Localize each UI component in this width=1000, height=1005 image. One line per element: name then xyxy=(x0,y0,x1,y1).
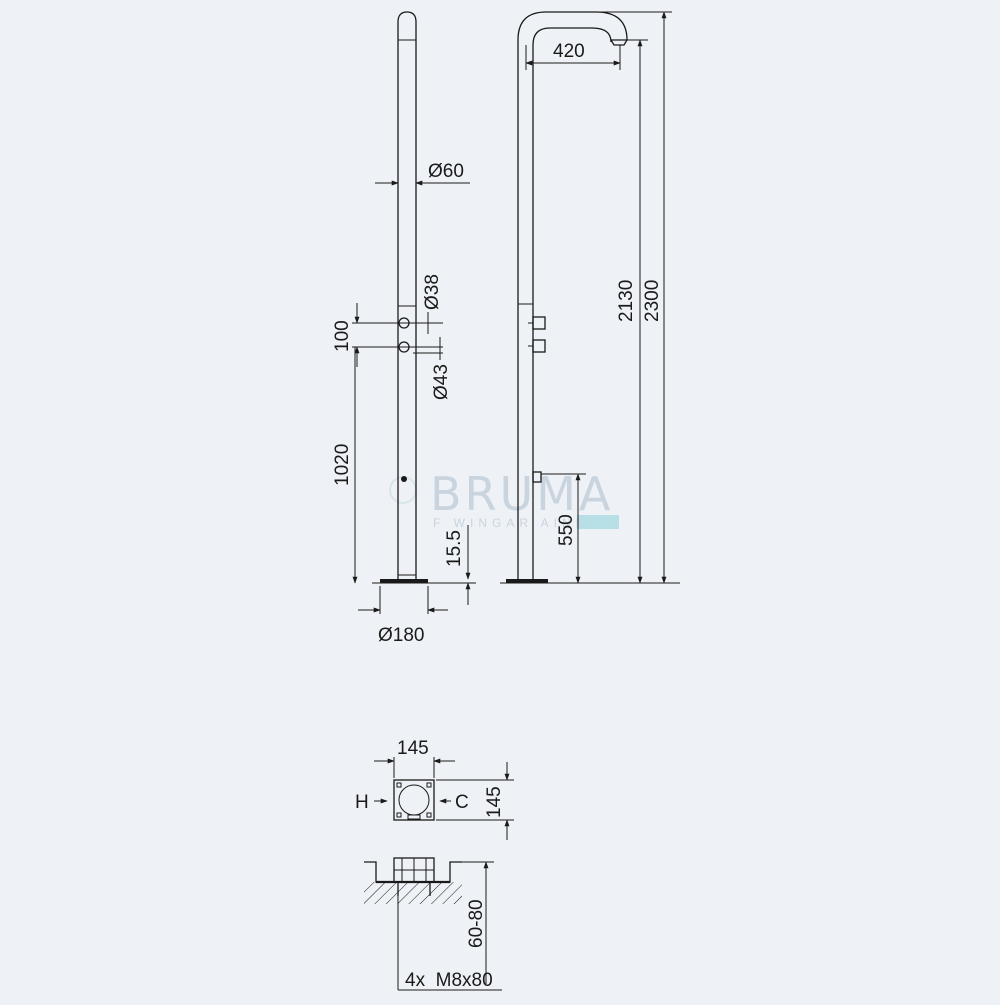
dim-upper-valve-diameter: Ø38 xyxy=(422,274,443,310)
dim-base-thickness: 15.5 xyxy=(444,530,465,567)
front-view: Ø60 Ø38 Ø43 100 1020 15.5 Ø180 xyxy=(332,11,476,646)
front-pipe xyxy=(397,11,417,580)
watermark-tagline: F WINGAR AINE xyxy=(433,516,589,530)
dim-head-height: 2130 xyxy=(616,280,637,322)
box-inner-circle xyxy=(398,784,430,816)
front-base-plate xyxy=(380,579,428,583)
box-outline xyxy=(393,779,435,821)
box-corner-bl xyxy=(396,812,402,818)
dim-total-height: 2300 xyxy=(642,280,663,322)
hot-inlet-label: H xyxy=(355,792,369,813)
box-corner-br xyxy=(426,812,432,818)
dim-foot-tap-height: 550 xyxy=(556,514,577,546)
cold-inlet-label: C xyxy=(455,792,469,813)
side-view: 420 2130 2300 550 xyxy=(500,11,680,584)
side-foot-tap xyxy=(532,471,542,483)
side-base-plate xyxy=(506,579,548,583)
side-pipe-outer xyxy=(517,11,628,580)
side-pipe-inner xyxy=(532,27,612,580)
dim-box-depth: 145 xyxy=(484,786,505,818)
dim-valve-spacing: 100 xyxy=(332,320,353,352)
box-corner-tr xyxy=(426,782,432,788)
side-shower-head xyxy=(609,39,629,46)
watermark-brand: BRUMA xyxy=(430,467,613,521)
dim-box-width: 145 xyxy=(397,738,429,759)
box-outlet xyxy=(407,814,421,820)
dim-base-diameter: Ø180 xyxy=(378,625,424,646)
side-upper-handle xyxy=(532,316,546,330)
dim-pipe-diameter: Ø60 xyxy=(428,161,464,182)
box-corner-tl xyxy=(396,782,402,788)
ground-recess xyxy=(364,861,462,883)
dim-embed-depth: 60-80 xyxy=(466,899,487,948)
front-foot-button xyxy=(401,476,407,482)
watermark-accent xyxy=(577,515,619,529)
side-lower-handle xyxy=(532,339,546,353)
watermark: BRUMA F WINGAR AINE xyxy=(389,467,619,530)
dim-lower-valve-diameter: Ø43 xyxy=(431,364,452,400)
box-top-view: 145 145 H C xyxy=(355,738,514,840)
ground-hatching xyxy=(364,882,462,904)
anchor-spec: 4x M8x80 xyxy=(405,970,493,991)
dim-valve-height: 1020 xyxy=(332,444,353,486)
dim-head-reach: 420 xyxy=(553,41,585,62)
box-section-view: 60-80 4x M8x80 xyxy=(364,857,502,991)
